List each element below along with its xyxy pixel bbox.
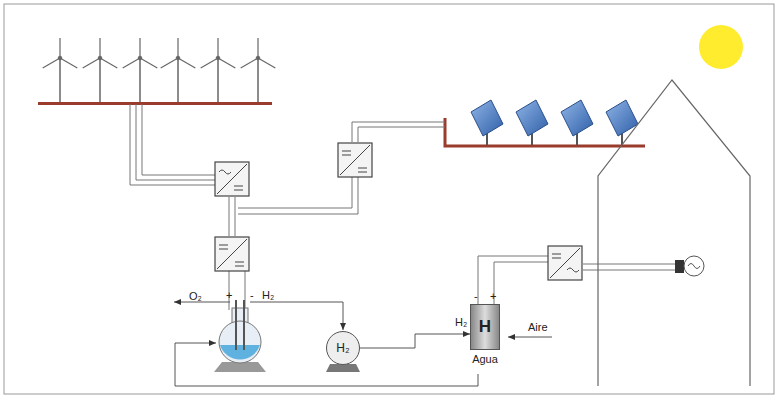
- polarity-sign: +: [226, 289, 232, 301]
- hydrogen-feed: [360, 334, 470, 348]
- lamp: [675, 256, 704, 276]
- ac-dc-converter: [215, 162, 249, 196]
- wind-ground: [38, 102, 272, 105]
- oxygen-outlet: [174, 302, 230, 303]
- polarity-sign: -: [474, 290, 478, 302]
- cables: [130, 104, 675, 310]
- hydrogen-tank: H₂: [326, 331, 360, 365]
- hydrogen-label: H₂: [262, 289, 274, 301]
- electrolyzer: [214, 300, 266, 372]
- oxygen-label: O₂: [189, 290, 202, 302]
- wind-turbines: [43, 38, 276, 102]
- polarity-sign: +: [490, 290, 496, 302]
- air-label: Aire: [528, 321, 548, 333]
- node-caption: Agua: [472, 353, 498, 365]
- sun: [699, 25, 743, 69]
- dc-dc-converter: [215, 237, 249, 271]
- dc-dc-converter: [338, 143, 372, 177]
- air-inlet: [508, 337, 552, 338]
- fuel-cell: HAgua: [470, 304, 500, 350]
- tank-stand: [326, 364, 360, 372]
- node-label: H₂: [336, 341, 349, 355]
- house: [598, 80, 750, 386]
- solar-panels: [471, 100, 638, 145]
- dc-ac-inverter: [548, 246, 582, 280]
- hydrogen-label: H₂: [455, 316, 467, 328]
- hydrogen-line: [250, 302, 343, 330]
- node-label: H: [479, 317, 491, 337]
- polarity-sign: -: [250, 289, 254, 301]
